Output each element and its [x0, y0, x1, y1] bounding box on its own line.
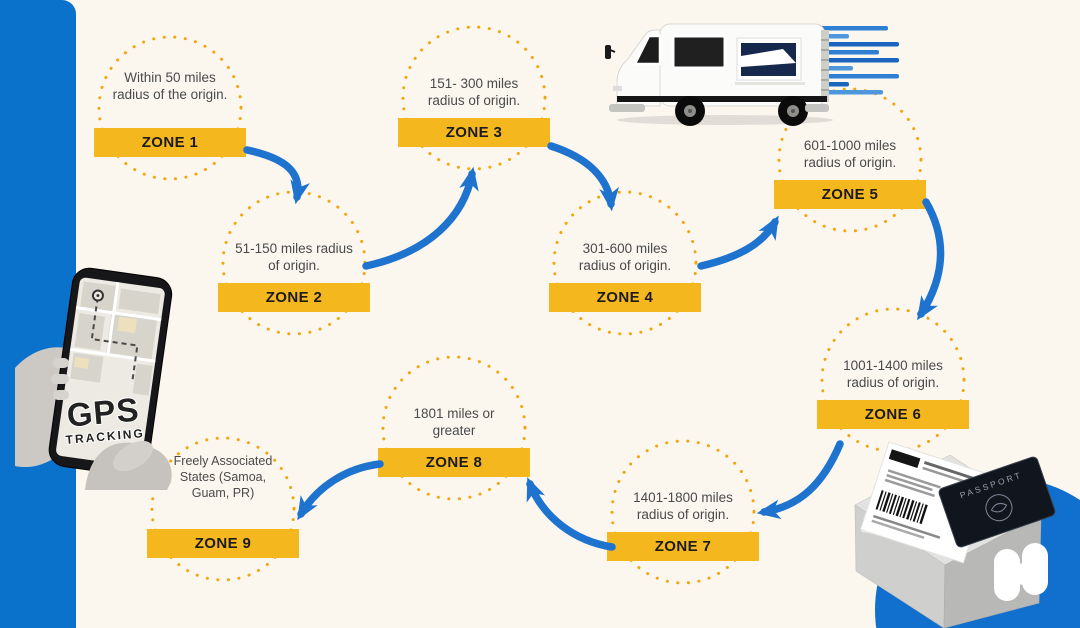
passport-title: PASSPORT	[959, 470, 1024, 501]
brand-logo	[994, 543, 1048, 601]
zone-3-node: 151- 300 miles radius of origin. ZONE 3	[398, 23, 550, 173]
zone-9-dotted-circle	[150, 436, 296, 582]
zone-8-banner: ZONE 8	[378, 448, 530, 477]
zone-6-banner: ZONE 6	[817, 400, 969, 429]
zone-8-node: 1801 miles or greater ZONE 8	[378, 353, 530, 503]
zone-7-node: 1401-1800 miles radius of origin. ZONE 7	[607, 437, 759, 587]
zone-4-description: 301-600 miles radius of origin.	[578, 241, 672, 273]
zone-5-banner: ZONE 5	[774, 180, 926, 209]
zone-8-dotted-circle	[381, 355, 527, 501]
zone-8-description: 1801 miles or greater	[413, 406, 495, 438]
zone-6-dotted-circle	[820, 307, 966, 453]
route-path	[90, 297, 139, 382]
truck-wheel-front	[675, 96, 705, 126]
passport: PASSPORT	[938, 456, 1056, 548]
zone-7-description: 1401-1800 miles radius of origin.	[633, 490, 733, 522]
barcode	[875, 490, 928, 525]
zone-2-node: 51-150 miles radius of origin. ZONE 2	[218, 188, 370, 338]
truck-mirror	[605, 45, 616, 59]
tracking-label: TRACKING	[65, 426, 145, 447]
zone-2-description: 51-150 miles radius of origin.	[235, 241, 353, 273]
zone-9-node: Freely Associated States (Samoa, Guam, P…	[147, 434, 299, 584]
zone-5-node: 601-1000 miles radius of origin. ZONE 5	[774, 85, 926, 235]
zone-9-description: Freely Associated States (Samoa, Guam, P…	[173, 454, 273, 500]
arrow-zone7-to-zone8	[526, 477, 616, 551]
passport-emblem	[985, 494, 1013, 522]
zone-1-node: Within 50 miles radius of the origin. ZO…	[94, 33, 246, 183]
zone-2-banner: ZONE 2	[218, 283, 370, 312]
zone-4-node: 301-600 miles radius of origin. ZONE 4	[549, 188, 701, 338]
zone-6-node: 1001-1400 miles radius of origin. ZONE 6	[817, 305, 969, 455]
zone-1-dotted-circle	[97, 35, 243, 181]
zone-5-dotted-circle	[777, 87, 923, 233]
blue-circle-backdrop	[875, 478, 1080, 628]
zone-4-dotted-circle	[552, 190, 698, 336]
zone-1-banner: ZONE 1	[94, 128, 246, 157]
zone-4-banner: ZONE 4	[549, 283, 701, 312]
zone-1-description: Within 50 miles radius of the origin.	[112, 70, 228, 102]
zone-3-description: 151- 300 miles radius of origin.	[427, 76, 521, 108]
usps-eagle-logo	[736, 37, 802, 81]
truck-side-window	[671, 34, 727, 70]
zone-7-banner: ZONE 7	[607, 532, 759, 561]
shipping-label	[859, 441, 993, 564]
gps-label: GPS	[65, 390, 141, 433]
arrow-zone2-to-zone3	[362, 166, 479, 270]
truck-windshield	[632, 34, 662, 66]
zone-5-description: 601-1000 miles radius of origin.	[803, 138, 897, 170]
arrow-zone8-to-zone9	[297, 460, 384, 521]
package-illustration: PASSPORT	[854, 441, 1080, 628]
shipping-box	[854, 454, 1042, 628]
location-pin-icon	[91, 289, 104, 302]
arrow-zone4-to-zone5	[697, 215, 779, 270]
zone-3-dotted-circle	[401, 25, 547, 171]
truck-front-bumper	[609, 104, 645, 112]
zone-9-banner: ZONE 9	[147, 529, 299, 558]
zone-6-description: 1001-1400 miles radius of origin.	[843, 358, 943, 390]
left-accent-bar	[0, 0, 76, 628]
zone-3-banner: ZONE 3	[398, 118, 550, 147]
